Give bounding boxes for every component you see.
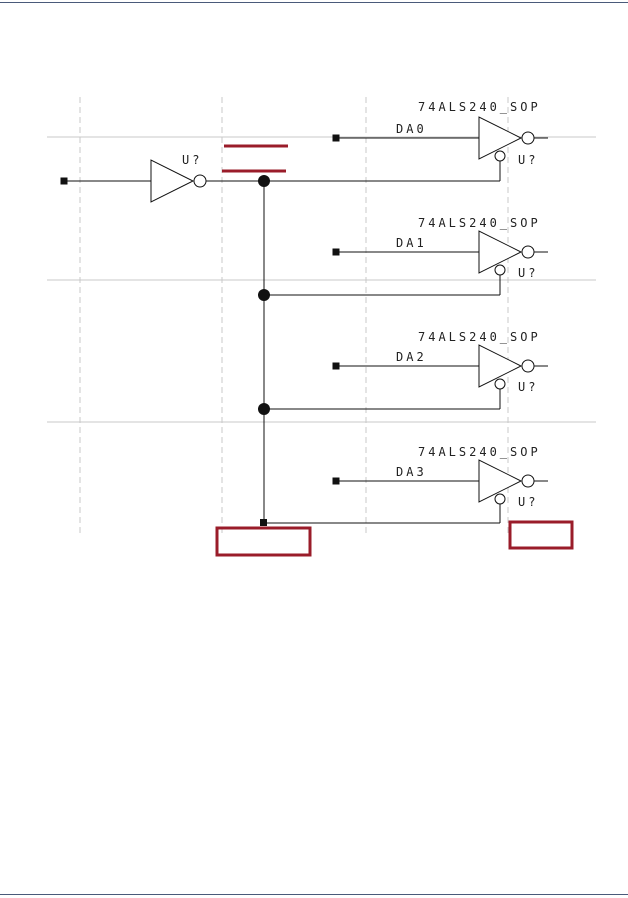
buffer-gate-3 — [264, 459, 548, 524]
buffer-part-label: 74ALS240_SOP — [418, 100, 541, 114]
bottom-rule — [0, 894, 628, 895]
input-inverter-triangle — [150, 159, 195, 203]
buffer-gate-1 — [264, 230, 548, 296]
buffer-triangle — [478, 459, 523, 503]
highlight-bars — [222, 144, 288, 173]
buffer-gate-0 — [264, 116, 548, 182]
buffer-triangle — [478, 230, 523, 274]
buffer-ref-label: U? — [518, 495, 538, 509]
output-bubble — [521, 245, 535, 259]
enable-bubble — [494, 264, 506, 276]
output-bubble — [521, 131, 535, 145]
grid-horizontal — [47, 136, 596, 423]
buffer-part-label: 74ALS240_SOP — [418, 330, 541, 344]
buffer-ref-label: U? — [518, 380, 538, 394]
buffer-net-label: DA1 — [396, 236, 427, 250]
buffer-part-label: 74ALS240_SOP — [418, 445, 541, 459]
buffer-gate-2 — [264, 344, 548, 410]
enable-bubble — [494, 378, 506, 390]
buffer-part-label: 74ALS240_SOP — [418, 216, 541, 230]
output-bubble — [521, 474, 535, 488]
input-inverter-bubble — [193, 174, 207, 188]
buffer-ref-label: U? — [518, 266, 538, 280]
input-gate-ref: U? — [182, 153, 202, 167]
buffer-triangle — [478, 116, 523, 160]
top-rule — [0, 2, 628, 3]
buffer-net-label: DA2 — [396, 350, 427, 364]
enable-bubble — [494, 493, 506, 505]
buffer-net-label: DA3 — [396, 465, 427, 479]
bus-end-pin — [260, 519, 267, 526]
enable-bubble — [494, 150, 506, 162]
highlight-box-bus-end — [215, 526, 312, 557]
highlight-box-ref — [508, 520, 574, 550]
buffer-net-label: DA0 — [396, 122, 427, 136]
grid — [79, 97, 509, 537]
buffer-triangle — [478, 344, 523, 388]
output-bubble — [521, 359, 535, 373]
input-inverter — [60, 159, 264, 203]
buffer-ref-label: U? — [518, 153, 538, 167]
